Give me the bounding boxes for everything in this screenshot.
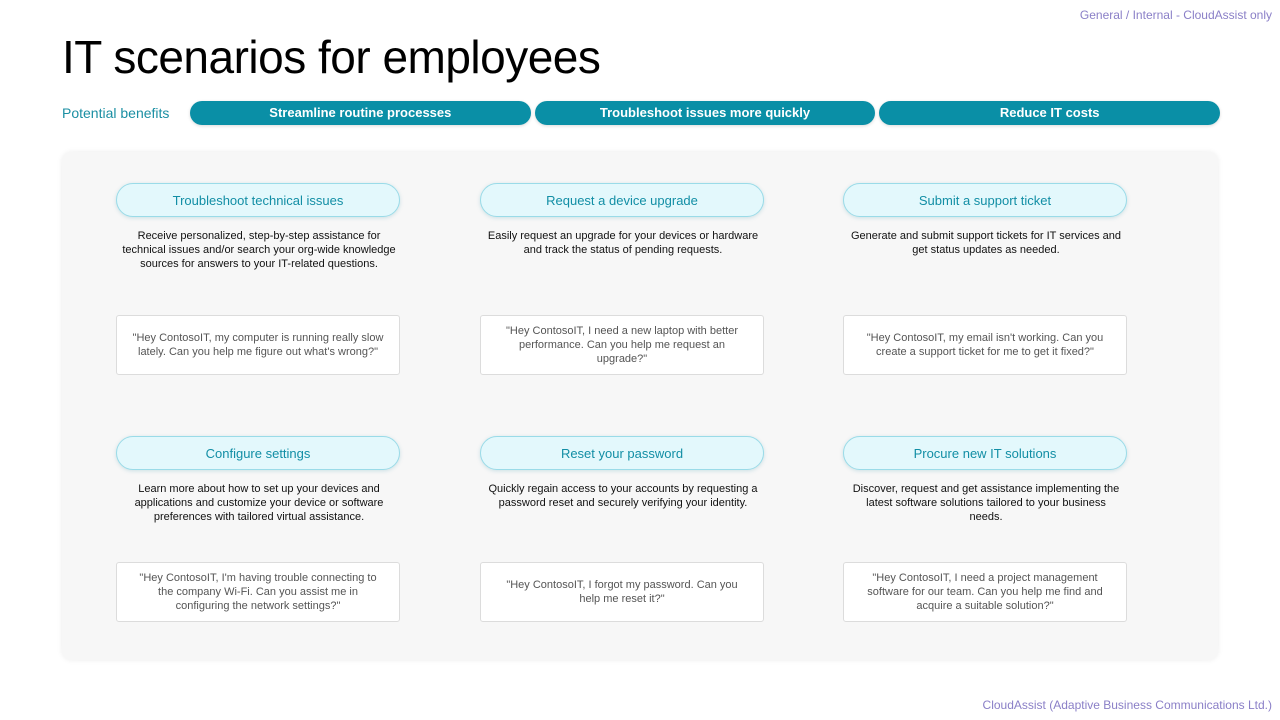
- scenario-quote: "Hey ContosoIT, I need a new laptop with…: [480, 315, 764, 375]
- scenario-quote: "Hey ContosoIT, I need a project managem…: [843, 562, 1127, 622]
- scenario-card: Configure settings Learn more about how …: [116, 436, 402, 622]
- footer-label: CloudAssist (Adaptive Business Communica…: [982, 698, 1272, 712]
- scenario-description: Learn more about how to set up your devi…: [134, 483, 384, 523]
- scenario-card: Troubleshoot technical issues Receive pe…: [116, 183, 402, 375]
- scenario-quote: "Hey ContosoIT, I forgot my password. Ca…: [480, 562, 764, 622]
- benefit-streamline: Streamline routine processes: [190, 100, 531, 125]
- scenario-card: Procure new IT solutions Discover, reque…: [843, 436, 1129, 622]
- scenario-card: Submit a support ticket Generate and sub…: [843, 183, 1129, 375]
- classification-label: General / Internal - CloudAssist only: [1079, 8, 1272, 22]
- scenario-description: Generate and submit support tickets for …: [850, 230, 1122, 256]
- scenario-card: Reset your password Quickly regain acces…: [480, 436, 766, 622]
- page-title: IT scenarios for employees: [62, 31, 601, 83]
- benefits-label: Potential benefits: [62, 104, 170, 121]
- scenario-card: Request a device upgrade Easily request …: [480, 183, 766, 375]
- scenario-title: Procure new IT solutions: [843, 436, 1127, 470]
- scenario-title: Reset your password: [480, 436, 764, 470]
- scenario-quote: "Hey ContosoIT, my email isn't working. …: [843, 315, 1127, 375]
- scenario-description: Quickly regain access to your accounts b…: [488, 483, 758, 509]
- benefits-row: Potential benefits Streamline routine pr…: [62, 100, 1221, 125]
- scenario-title: Request a device upgrade: [480, 183, 764, 217]
- scenarios-panel: Troubleshoot technical issues Receive pe…: [62, 152, 1218, 660]
- scenario-description: Receive personalized, step-by-step assis…: [122, 230, 396, 270]
- scenario-description: Easily request an upgrade for your devic…: [487, 230, 759, 256]
- scenario-title: Configure settings: [116, 436, 400, 470]
- scenario-title: Submit a support ticket: [843, 183, 1127, 217]
- scenario-description: Discover, request and get assistance imp…: [852, 483, 1120, 523]
- benefit-reduce-costs: Reduce IT costs: [879, 100, 1221, 125]
- scenario-quote: "Hey ContosoIT, I'm having trouble conne…: [116, 562, 400, 622]
- scenario-title: Troubleshoot technical issues: [116, 183, 400, 217]
- scenario-quote: "Hey ContosoIT, my computer is running r…: [116, 315, 400, 375]
- benefit-troubleshoot: Troubleshoot issues more quickly: [534, 100, 876, 125]
